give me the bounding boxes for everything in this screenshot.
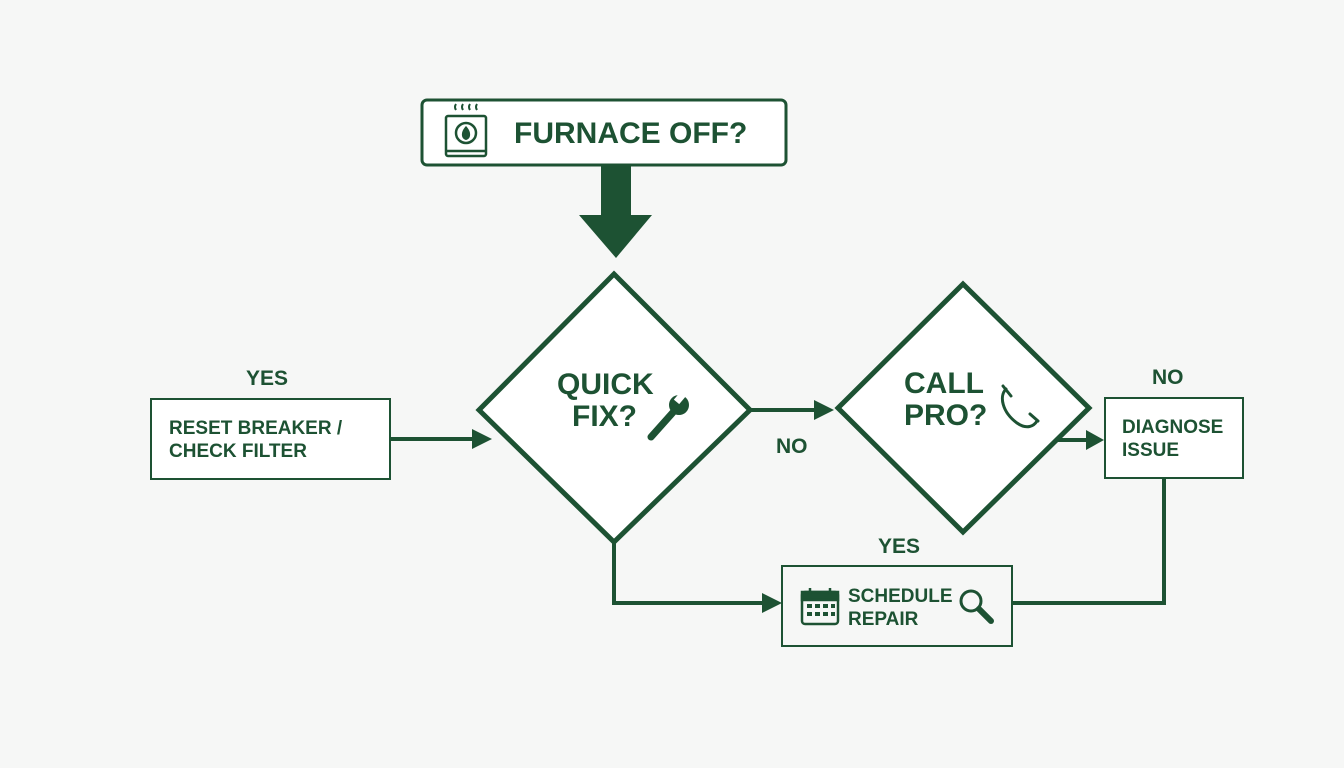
- phone-icon: [1000, 384, 1040, 429]
- edge-label-yes-reset: YES: [246, 367, 289, 390]
- edge-label-yes-schedule: YES: [878, 535, 921, 558]
- diagnose-line2: ISSUE: [1122, 440, 1180, 461]
- reset-line2: CHECK FILTER: [169, 441, 307, 462]
- start-box[interactable]: [420, 98, 788, 167]
- diagnose-issue-box[interactable]: DIAGNOSE ISSUE: [1104, 397, 1244, 479]
- wrench-icon: [647, 390, 689, 441]
- reset-to-quickfix-arrow: [390, 429, 492, 449]
- diagnose-line1: DIAGNOSE: [1122, 417, 1224, 438]
- schedule-line1: SCHEDULE: [848, 586, 953, 607]
- diagnose-to-schedule-line: [1012, 478, 1166, 605]
- quick-fix-line2: FIX?: [572, 400, 637, 433]
- start-label: FURNACE OFF?: [514, 117, 748, 150]
- quick-fix-line1: QUICK: [557, 368, 654, 401]
- schedule-repair-box[interactable]: SCHEDULE REPAIR: [781, 565, 1013, 647]
- magnifier-icon: [959, 589, 994, 624]
- call-pro-line2: PRO?: [904, 399, 988, 432]
- callpro-to-diagnose-arrow: [1057, 430, 1104, 450]
- quick-fix-diamond[interactable]: [475, 270, 754, 546]
- quickfix-to-callpro-arrow: [750, 400, 834, 420]
- edge-label-no-call: NO: [1152, 366, 1184, 389]
- reset-line1: RESET BREAKER /: [169, 418, 343, 439]
- reset-breaker-box[interactable]: RESET BREAKER / CHECK FILTER: [150, 398, 391, 480]
- call-pro-diamond[interactable]: [834, 280, 1093, 536]
- start-to-quickfix-arrow: [579, 166, 652, 258]
- call-pro-line1: CALL: [904, 367, 984, 400]
- calendar-icon: [800, 588, 840, 626]
- connectors: [390, 166, 1166, 613]
- quickfix-to-schedule-arrow: [612, 542, 782, 613]
- furnace-icon: [444, 103, 488, 158]
- schedule-line2: REPAIR: [848, 609, 919, 630]
- edge-label-no-quick: NO: [776, 435, 808, 458]
